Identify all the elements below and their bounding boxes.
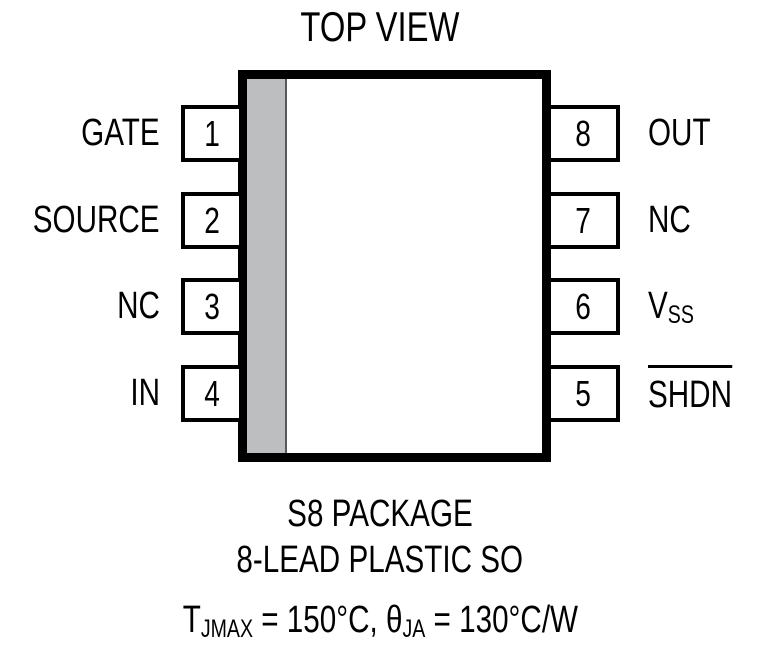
pin-label-nc-right: NC [648,192,703,249]
pin-label-shdn: SHDN [648,365,756,422]
pin-label-gate: GATE [59,105,160,162]
pin-box-1: 1 [181,105,243,162]
caption-lead-description-text: 8-LEAD PLASTIC SO [236,539,524,581]
pin-number-4: 4 [204,372,220,414]
page-title-text: TOP VIEW [300,3,460,50]
pin-number-8: 8 [575,112,592,154]
pin-label-in: IN [122,365,160,422]
pin-number-7: 7 [575,199,592,241]
pin-box-5: 5 [547,365,620,422]
package-pin1-stripe [247,79,287,453]
package-body [238,70,551,462]
pin-box-8: 8 [547,105,620,162]
pin-box-4: 4 [181,365,243,422]
pin-label-out-text: OUT [648,112,711,154]
pin-box-6: 6 [547,278,620,335]
thermal-theta-symbol: θ [385,599,403,641]
pin-label-in-text: IN [130,372,160,414]
pin-label-nc-right-text: NC [648,199,691,241]
caption-lead-description: 8-LEAD PLASTIC SO [0,538,760,582]
pin-box-7: 7 [547,192,620,249]
caption-package-name-text: S8 PACKAGE [287,493,473,535]
pin-number-2: 2 [204,199,220,241]
caption-package-name: S8 PACKAGE [0,492,760,536]
pin-label-nc-left: NC [105,278,160,335]
pin-number-3: 3 [204,285,220,327]
thermal-tj-subscript: JMAX [200,615,253,644]
pin-number-1: 1 [204,112,220,154]
pin-box-3: 3 [181,278,243,335]
thermal-tj-value: = 150°C, [252,599,386,641]
pin-label-vss-base: V [648,285,668,327]
pin-label-source-text: SOURCE [33,199,160,241]
pin-box-2: 2 [181,192,243,249]
pin-label-shdn-text: SHDN [648,365,732,424]
thermal-theta-value: = 130°C/W [424,599,578,641]
thermal-tj-symbol: T [182,599,201,641]
pin-label-out: OUT [648,105,728,162]
pin-label-vss-subscript: SS [667,301,694,330]
pin-label-source: SOURCE [0,192,160,249]
thermal-theta-subscript: JA [402,615,425,644]
pin-label-vss: VSS [648,278,707,335]
pin-number-6: 6 [575,285,592,327]
pin-label-nc-left-text: NC [117,285,160,327]
pin-number-5: 5 [575,372,592,414]
pin-label-gate-text: GATE [81,112,160,154]
page-title: TOP VIEW [0,4,760,50]
caption-thermal-spec: TJMAX = 150°C, θJA = 130°C/W [0,596,760,648]
